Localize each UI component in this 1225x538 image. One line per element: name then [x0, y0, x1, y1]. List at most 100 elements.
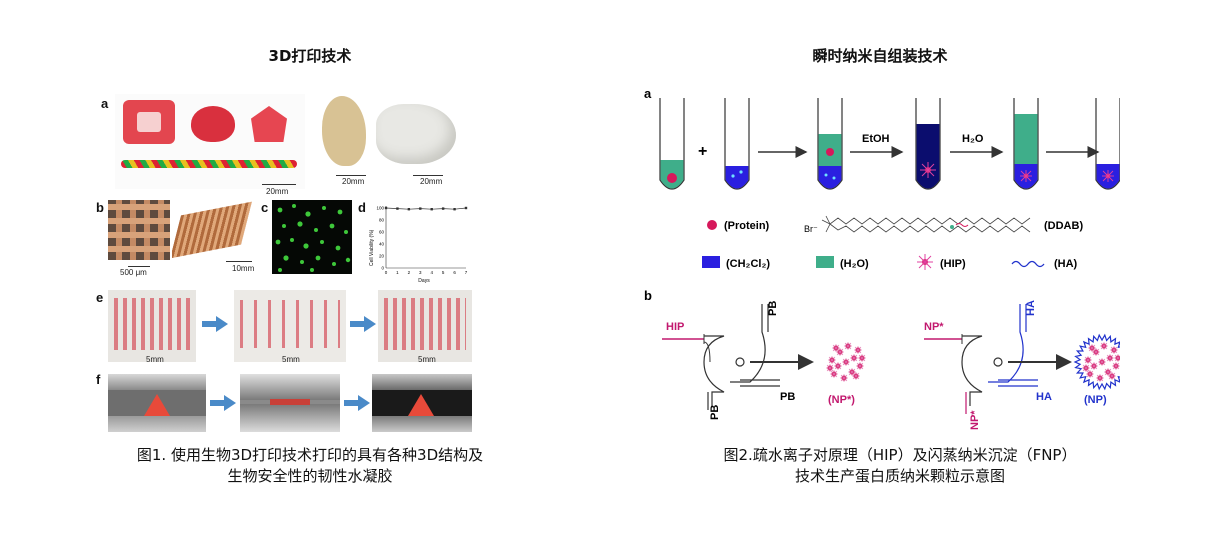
chart-d-xtick-label: 5	[442, 270, 445, 275]
chart-d-xtick-label: 1	[396, 270, 399, 275]
braided-strand	[121, 160, 297, 168]
scale-bar-a2	[336, 175, 366, 176]
legend-protein-swatch	[707, 220, 717, 230]
stretch-stage-3	[378, 290, 472, 362]
stretch-stage-2	[234, 290, 346, 362]
arrow-e2	[350, 316, 376, 332]
scale-label-b1: 500 μm	[120, 268, 147, 277]
panel-label-right-a: a	[644, 86, 652, 101]
legend-ha-label: (HA)	[1054, 258, 1078, 270]
chart-d-point	[441, 207, 445, 210]
mixer2-product-label: (NP)	[1084, 394, 1107, 406]
scale-bar-b2	[226, 261, 252, 262]
left-figure-heading: 3D打印技术	[268, 47, 352, 65]
panel-label-d: d	[358, 200, 366, 215]
legend-protein-label: (Protein)	[724, 220, 770, 232]
scaffold-macro-image	[172, 198, 252, 262]
legend-ddab-label: (DDAB)	[1044, 220, 1083, 232]
nanoparticle-np-star	[826, 342, 866, 382]
legend-h2o-swatch	[816, 256, 834, 268]
mixer2-ha-right-label: HA	[1036, 391, 1052, 403]
chart-d-ytick-label: 60	[379, 230, 385, 235]
hip-fnp-schematic: a + EtOH H₂O	[644, 86, 1120, 430]
scale-label-b2: 10mm	[232, 264, 255, 273]
chart-d-point	[430, 208, 433, 211]
legend-ch2cl2-label: (CH₂Cl₂)	[726, 258, 770, 270]
chart-d-ylabel: Cell Viability (%)	[369, 229, 375, 266]
legend-ch2cl2-swatch	[702, 256, 720, 268]
ddab-hip-marker	[950, 223, 969, 229]
plus-sign: +	[698, 143, 707, 160]
legend-ha-swatch	[1011, 260, 1045, 268]
panel-label-e: e	[96, 290, 104, 305]
chart-d-point	[396, 207, 399, 210]
left-caption-line1: 图1. 使用生物3D打印技术打印的具有各种3D结构及	[136, 446, 484, 464]
h2o-label: H₂O	[962, 133, 984, 145]
legend-h2o-label: (H₂O)	[840, 258, 869, 270]
dome-hydrogel	[191, 106, 235, 142]
compression-stage-3	[372, 374, 472, 432]
mixer1-pb-top-label: PB	[767, 301, 779, 316]
chart-d-xtick-label: 2	[408, 270, 411, 275]
panel-label-right-b: b	[644, 288, 652, 303]
scaffold-micro-image	[108, 200, 170, 260]
chart-d-xtick-label: 7	[465, 270, 468, 275]
arrow-f1	[210, 395, 236, 411]
cube-hydrogel	[123, 100, 175, 144]
panel-label-a: a	[101, 96, 109, 111]
pyramid-hydrogel	[251, 106, 287, 142]
stretch-stage-1	[108, 290, 196, 362]
arrow-e1	[202, 316, 228, 332]
chart-d-xtick-label: 0	[385, 270, 388, 275]
chart-d-ytick-label: 0	[381, 266, 384, 271]
legend-hip-swatch	[917, 254, 933, 270]
mixer2-np-bottom-label: NP*	[969, 410, 981, 430]
chart-d-series-line	[385, 207, 467, 210]
chart-d-point	[384, 206, 388, 210]
chart-d-xlabel: Days	[418, 278, 430, 284]
scale-label-a2: 20mm	[342, 177, 365, 186]
chart-d-ytick-label: 20	[379, 254, 385, 259]
tube-protein-water	[659, 98, 685, 190]
scale-label-e2: 5mm	[282, 355, 300, 364]
tube-ch2cl2	[724, 98, 750, 190]
compression-stage-1	[108, 374, 206, 432]
chart-d-xtick-label: 4	[430, 270, 433, 275]
scale-label-a1: 20mm	[266, 187, 289, 196]
tube-separated	[1013, 98, 1039, 190]
right-caption-line1: 图2.疏水离子对原理（HIP）及闪蒸纳米沉淀（FNP）	[723, 446, 1077, 464]
ear-hydrogel-image	[318, 94, 370, 172]
chart-d-point	[464, 206, 468, 210]
mixer1-hip-label: HIP	[666, 321, 684, 333]
scale-bar-b1	[128, 266, 150, 267]
chart-d-ytick-label: 40	[379, 242, 385, 247]
left-caption-line2: 生物安全性的韧性水凝胶	[227, 467, 393, 485]
legend-br-label: Br⁻	[804, 224, 818, 234]
legend-hip-label: (HIP)	[940, 258, 966, 270]
compression-stage-2	[240, 374, 340, 432]
chart-d-point	[453, 208, 456, 211]
mixer-1	[662, 304, 814, 410]
cell-dots	[275, 204, 351, 272]
hydrogel-shapes-image	[115, 94, 305, 189]
scale-label-a3: 20mm	[420, 177, 443, 186]
right-caption-line2: 技术生产蛋白质纳米颗粒示意图	[794, 467, 1005, 485]
chart-d-ytick-label: 100	[376, 206, 384, 211]
scale-label-e1: 5mm	[146, 355, 164, 364]
etoh-label: EtOH	[862, 133, 890, 145]
tube-hip-in-organic	[1095, 98, 1120, 190]
mixer1-product-label: (NP*)	[828, 394, 855, 406]
chart-d-xtick-label: 6	[453, 270, 456, 275]
chart-d-point	[419, 207, 422, 210]
chart-d-point	[407, 208, 411, 211]
mixer1-pb-right-label: PB	[780, 391, 795, 403]
live-cell-stain-image	[272, 200, 352, 274]
ddab-structure	[821, 215, 1031, 233]
mixer-2	[924, 304, 1072, 414]
scale-label-e3: 5mm	[418, 355, 436, 364]
tube-biphasic	[817, 98, 843, 190]
mixer2-np-in-label: NP*	[924, 321, 944, 333]
chart-d-xtick-label: 3	[419, 270, 422, 275]
arrow-f2	[344, 395, 370, 411]
